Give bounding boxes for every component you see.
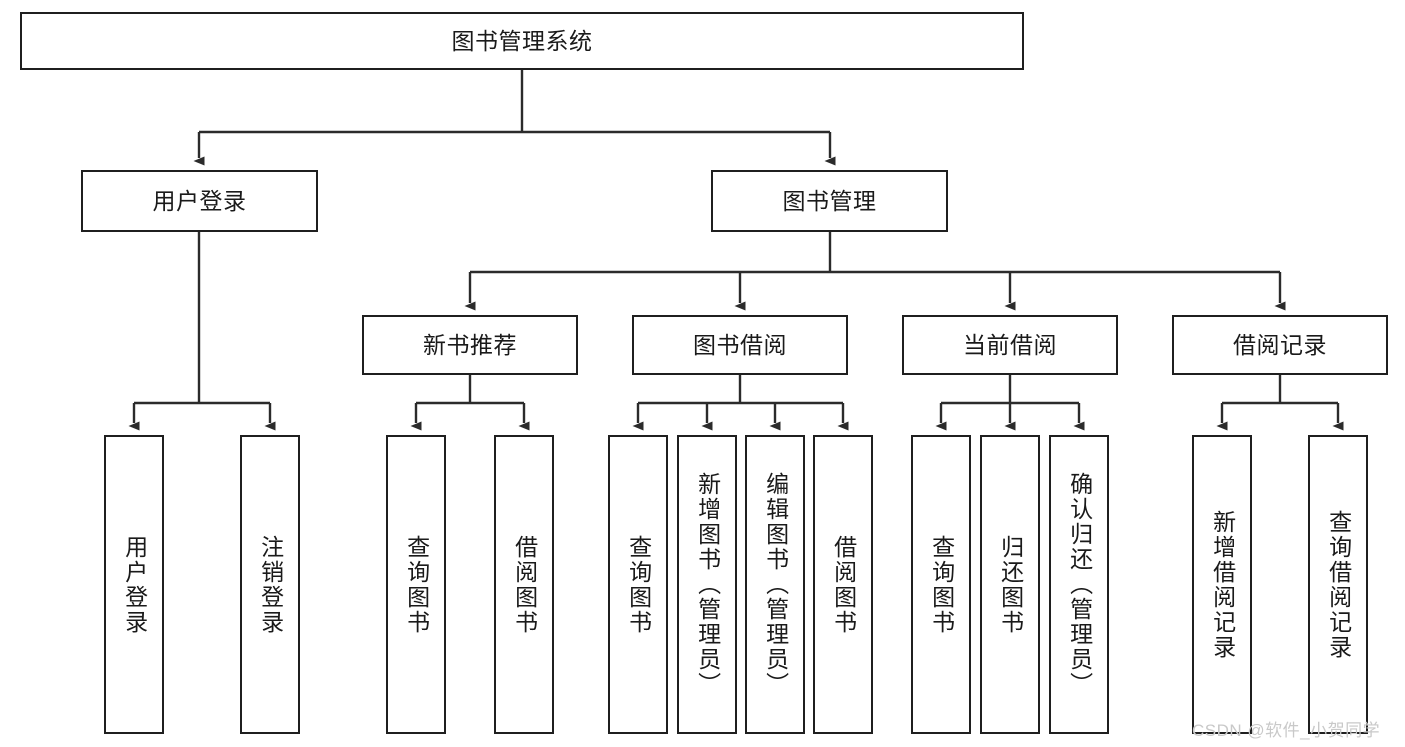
node-leaf-query-book-3-label: 查询图书 [928, 534, 955, 635]
node-book-borrow[interactable]: 图书借阅 [632, 315, 848, 375]
node-leaf-add-book-label: 新增图书（管理员） [694, 472, 721, 697]
node-leaf-query-book-3[interactable]: 查询图书 [911, 435, 971, 734]
node-leaf-confirm-return-label: 确认归还（管理员） [1066, 472, 1093, 697]
node-leaf-query-book-2[interactable]: 查询图书 [608, 435, 668, 734]
node-leaf-return-book-label: 归还图书 [997, 534, 1024, 635]
node-leaf-query-book-2-label: 查询图书 [625, 534, 652, 635]
node-leaf-query-record[interactable]: 查询借阅记录 [1308, 435, 1368, 734]
node-book-manage[interactable]: 图书管理 [711, 170, 948, 232]
node-leaf-borrow-book-1[interactable]: 借阅图书 [494, 435, 554, 734]
csdn-watermark: CSDN @软件_小贺同学 [1192, 721, 1381, 740]
node-leaf-query-book-1[interactable]: 查询图书 [386, 435, 446, 734]
node-root[interactable]: 图书管理系统 [20, 12, 1024, 70]
node-leaf-user-login-label: 用户登录 [121, 534, 148, 635]
node-leaf-borrow-book-2[interactable]: 借阅图书 [813, 435, 873, 734]
node-user-login-label: 用户登录 [152, 187, 247, 214]
node-leaf-query-book-1-label: 查询图书 [403, 534, 430, 635]
node-new-book-recommend-label: 新书推荐 [423, 331, 517, 358]
node-leaf-borrow-book-2-label: 借阅图书 [830, 534, 857, 635]
node-leaf-borrow-book-1-label: 借阅图书 [511, 534, 538, 635]
node-user-login[interactable]: 用户登录 [81, 170, 318, 232]
node-leaf-logout-label: 注销登录 [257, 534, 284, 635]
node-leaf-edit-book[interactable]: 编辑图书（管理员） [745, 435, 805, 734]
node-leaf-add-book[interactable]: 新增图书（管理员） [677, 435, 737, 734]
node-borrow-record-label: 借阅记录 [1233, 331, 1327, 358]
node-leaf-add-record[interactable]: 新增借阅记录 [1192, 435, 1252, 734]
node-root-label: 图书管理系统 [451, 27, 593, 54]
node-leaf-user-login[interactable]: 用户登录 [104, 435, 164, 734]
node-leaf-edit-book-label: 编辑图书（管理员） [762, 472, 789, 697]
node-leaf-return-book[interactable]: 归还图书 [980, 435, 1040, 734]
node-book-borrow-label: 图书借阅 [693, 331, 787, 358]
node-leaf-query-record-label: 查询借阅记录 [1325, 509, 1352, 660]
node-book-manage-label: 图书管理 [782, 187, 877, 214]
node-leaf-logout[interactable]: 注销登录 [240, 435, 300, 734]
node-current-borrow[interactable]: 当前借阅 [902, 315, 1118, 375]
node-leaf-confirm-return[interactable]: 确认归还（管理员） [1049, 435, 1109, 734]
node-leaf-add-record-label: 新增借阅记录 [1209, 509, 1236, 660]
node-borrow-record[interactable]: 借阅记录 [1172, 315, 1388, 375]
node-new-book-recommend[interactable]: 新书推荐 [362, 315, 578, 375]
node-current-borrow-label: 当前借阅 [963, 331, 1057, 358]
